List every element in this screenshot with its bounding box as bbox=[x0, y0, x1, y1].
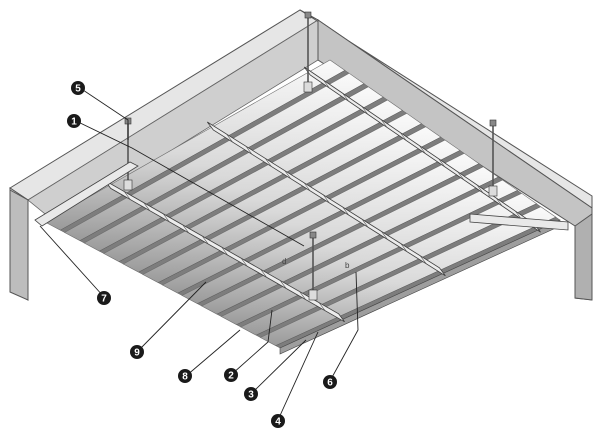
mark-d: d bbox=[282, 257, 286, 266]
carrier-clip bbox=[495, 197, 503, 207]
leader-9 bbox=[137, 281, 207, 352]
carrier-clip bbox=[240, 258, 248, 267]
carrier-clip bbox=[361, 106, 369, 115]
leader-6 bbox=[329, 271, 359, 382]
callout-1-circle bbox=[67, 114, 81, 128]
hanger-bracket bbox=[123, 179, 133, 191]
leader-lines bbox=[39, 87, 359, 421]
callout-8-circle bbox=[178, 369, 192, 383]
carrier-clip bbox=[400, 243, 407, 252]
carrier-clip bbox=[361, 219, 369, 228]
callout-3-circle bbox=[244, 387, 258, 401]
carrier-clip bbox=[245, 146, 253, 155]
callout-4: 4 bbox=[271, 414, 285, 428]
carrier-clip bbox=[457, 171, 465, 180]
carrier-clip bbox=[438, 158, 445, 167]
callout-6-label: 6 bbox=[327, 378, 333, 389]
callout-9-label: 9 bbox=[134, 348, 140, 359]
carrier-clip bbox=[279, 280, 287, 289]
callout-2-label: 2 bbox=[228, 371, 234, 382]
callout-9-circle bbox=[130, 345, 144, 359]
carrier-clip bbox=[284, 170, 291, 179]
callout-1: 1 bbox=[67, 114, 81, 128]
callout-6-circle bbox=[323, 375, 337, 389]
carrier-clip bbox=[342, 206, 349, 216]
leader-5 bbox=[79, 87, 129, 140]
callout-8: 8 bbox=[178, 369, 192, 383]
carrier-clip bbox=[226, 134, 233, 143]
linear-panels bbox=[44, 59, 561, 355]
callout-7-label: 7 bbox=[101, 294, 107, 305]
callout-4-label: 4 bbox=[275, 417, 281, 428]
leader-4 bbox=[277, 331, 319, 421]
wall-angle-right bbox=[469, 213, 569, 231]
wall-left-end bbox=[9, 189, 29, 301]
carrier-clip bbox=[182, 224, 189, 234]
callout-5: 5 bbox=[71, 81, 85, 95]
callout-1-label: 1 bbox=[71, 117, 77, 128]
carrier-clip bbox=[399, 132, 407, 141]
carrier-clip bbox=[381, 231, 388, 240]
callout-4-circle bbox=[271, 414, 285, 428]
carrier-clip bbox=[323, 79, 330, 89]
carrier-clip bbox=[260, 269, 267, 278]
carrier-clip bbox=[162, 213, 170, 222]
wall-right-end bbox=[574, 213, 593, 301]
carrier-clip bbox=[419, 255, 427, 264]
carrier-clip bbox=[265, 158, 272, 167]
callout-2-circle bbox=[224, 368, 238, 382]
hanger-bracket bbox=[488, 185, 498, 197]
carrier-clip bbox=[201, 235, 209, 245]
callout-7-circle bbox=[97, 291, 111, 305]
carrier-clip bbox=[221, 246, 228, 256]
carrier-clip bbox=[419, 145, 426, 154]
callout-5-label: 5 bbox=[75, 84, 81, 95]
wall-angle-left bbox=[34, 161, 139, 227]
mark-b: b bbox=[345, 261, 350, 270]
hanger-anchor bbox=[304, 11, 312, 19]
hanger-anchor bbox=[489, 119, 497, 127]
callout-7: 7 bbox=[97, 291, 111, 305]
leader-2 bbox=[231, 309, 273, 375]
callout-2: 2 bbox=[224, 368, 238, 382]
carrier-clip bbox=[323, 194, 330, 204]
carrier-clip bbox=[380, 119, 388, 128]
carrier-clip bbox=[342, 92, 349, 102]
callout-9: 9 bbox=[130, 345, 144, 359]
carrier-rails bbox=[104, 66, 541, 323]
carrier-clip bbox=[299, 291, 306, 300]
callout-5-circle bbox=[71, 81, 85, 95]
leader-7 bbox=[39, 225, 105, 298]
carrier-clip bbox=[303, 182, 311, 191]
hanger-bracket bbox=[303, 81, 313, 93]
carrier-clip bbox=[123, 191, 131, 200]
leader-8 bbox=[185, 329, 241, 377]
hanger-bracket bbox=[308, 289, 318, 301]
callout-3-label: 3 bbox=[248, 390, 254, 401]
hanger-anchor bbox=[309, 231, 317, 239]
carrier-clip bbox=[476, 184, 484, 194]
callout-3: 3 bbox=[244, 387, 258, 401]
callout-6: 6 bbox=[323, 375, 337, 389]
carrier-clip bbox=[318, 302, 326, 311]
callout-8-label: 8 bbox=[182, 372, 188, 383]
leader-3 bbox=[251, 339, 307, 394]
carrier-clip bbox=[143, 202, 150, 211]
leader-1 bbox=[73, 119, 305, 247]
